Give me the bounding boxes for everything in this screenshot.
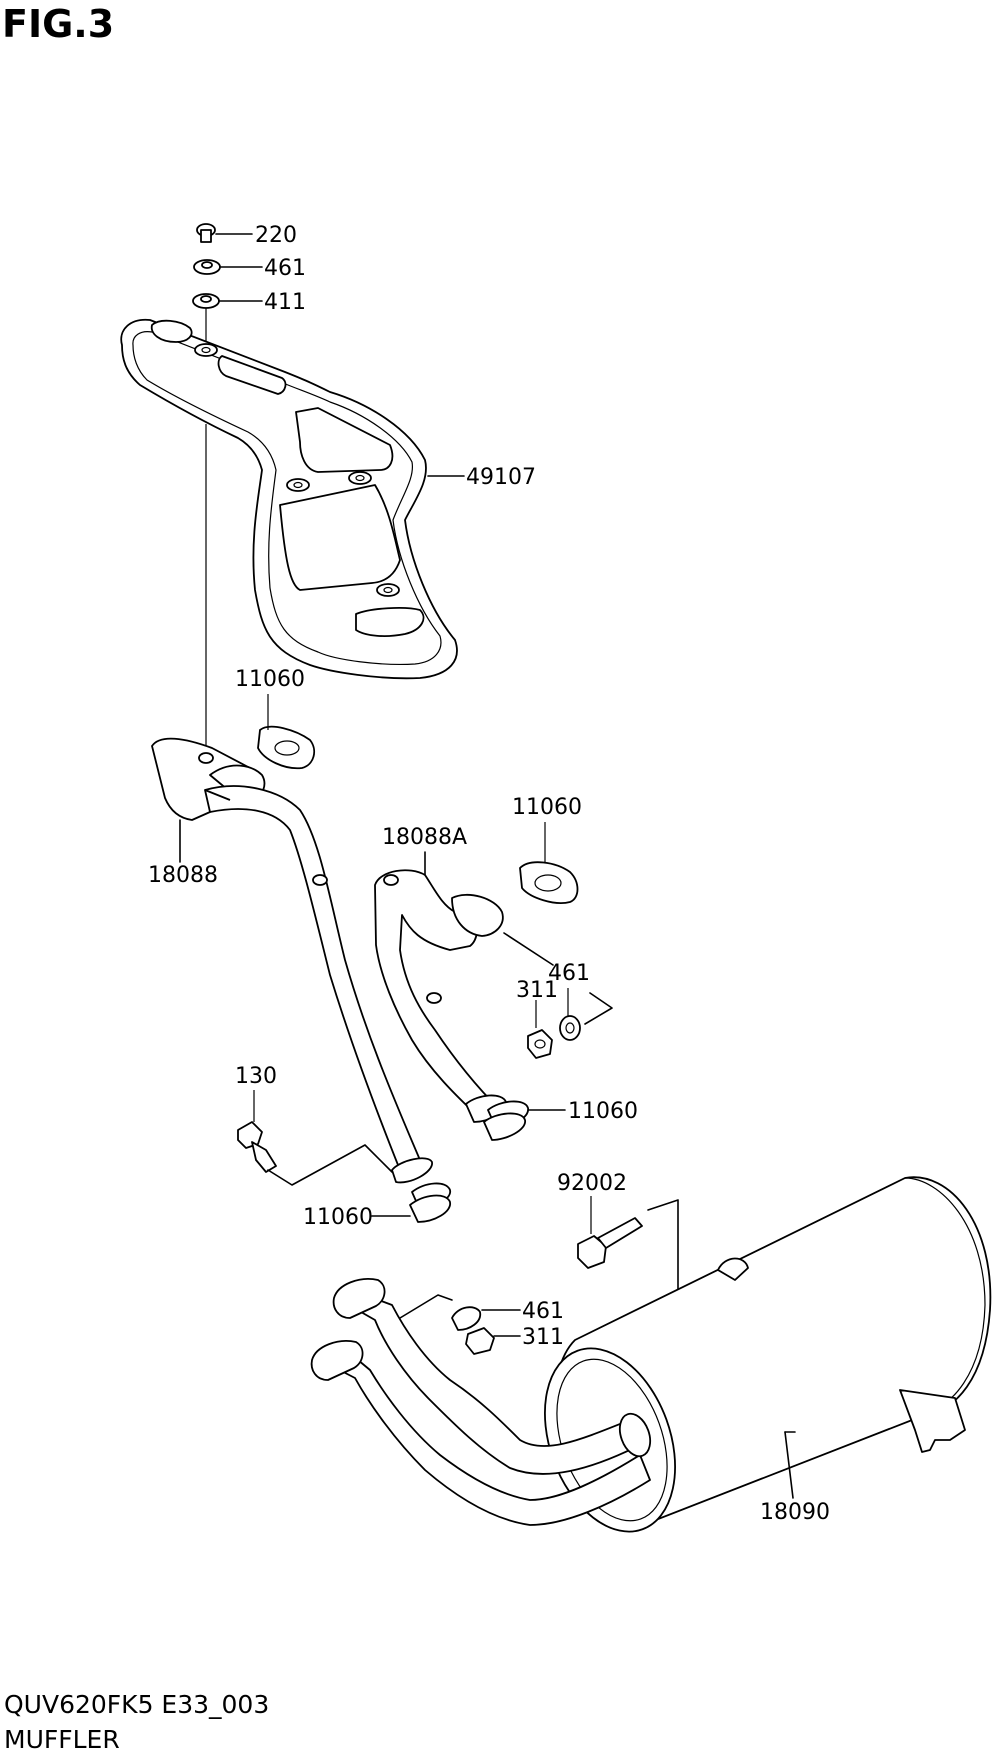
nut-311-mid-drawing — [527, 1000, 553, 1059]
washer-461-mid-drawing — [559, 988, 613, 1041]
nut-311-low-drawing — [465, 1327, 521, 1355]
label-11060-a: 11060 — [235, 667, 305, 692]
label-220: 220 — [255, 223, 297, 248]
figure-title: FIG.3 — [2, 2, 115, 46]
label-92002: 92002 — [557, 1171, 627, 1196]
label-49107: 49107 — [466, 465, 536, 490]
label-130: 130 — [235, 1064, 277, 1089]
bolt-220-drawing — [196, 223, 253, 243]
gasket-11060-c-drawing — [483, 1100, 566, 1141]
gasket-11060-a-drawing — [257, 694, 316, 770]
label-18090: 18090 — [760, 1500, 830, 1525]
label-411: 411 — [264, 290, 306, 315]
label-18088: 18088 — [148, 863, 218, 888]
washer-461-low-drawing — [399, 1294, 521, 1331]
figure-name: MUFFLER — [4, 1725, 120, 1754]
muffler-drawing — [310, 1176, 992, 1533]
bolt-130-drawing — [237, 1090, 393, 1186]
figure-code: QUV620FK5 E33_003 — [4, 1690, 270, 1719]
label-461-low: 461 — [522, 1299, 564, 1324]
gasket-11060-b-drawing — [519, 822, 579, 904]
bolt-92002-drawing — [577, 1196, 701, 1299]
label-11060-c: 11060 — [568, 1099, 638, 1124]
label-461-top: 461 — [264, 256, 306, 281]
washer-461-top-drawing — [193, 259, 263, 275]
label-311-low: 311 — [522, 1325, 564, 1350]
label-311-mid: 311 — [516, 978, 558, 1003]
label-461-mid: 461 — [548, 961, 590, 986]
label-18088a: 18088A — [382, 825, 467, 850]
exhaust-pipe-drawing — [151, 737, 433, 1184]
label-11060-d: 11060 — [303, 1205, 373, 1230]
washer-411-drawing — [192, 293, 263, 345]
label-11060-b: 11060 — [512, 795, 582, 820]
gasket-11060-d-drawing — [371, 1182, 451, 1223]
heat-shield-drawing — [120, 318, 465, 680]
